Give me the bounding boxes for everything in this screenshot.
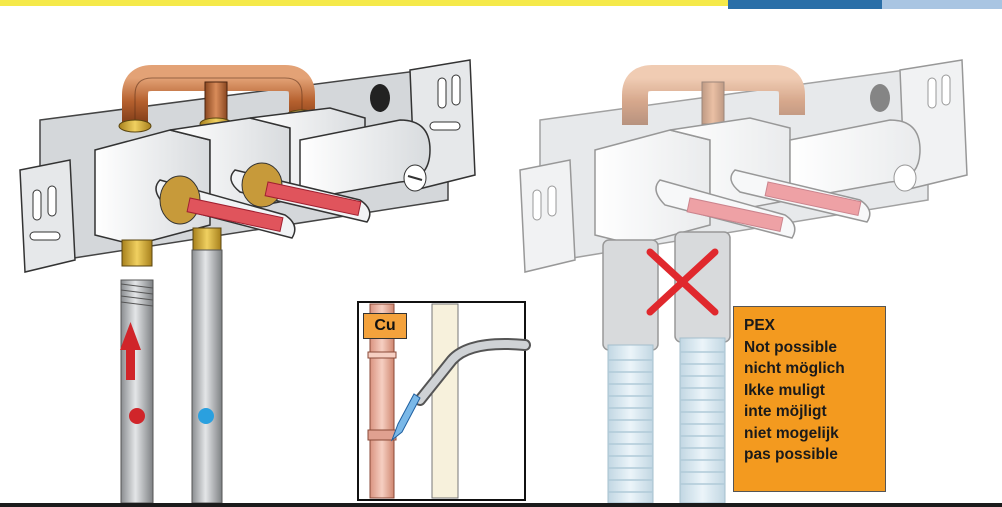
right-assembly — [519, 59, 968, 504]
notice-line: pas possible — [744, 446, 838, 463]
left-sleeves — [155, 162, 371, 239]
notice-line: nicht möglich — [744, 360, 845, 377]
header-bar — [0, 0, 1002, 9]
cold-dot-icon — [198, 408, 214, 424]
left-assembly — [19, 59, 476, 504]
cu-label: Cu — [363, 313, 407, 339]
hot-dot-icon — [129, 408, 145, 424]
pex-notice: PEX Not possible nicht möglich Ikke muli… — [733, 306, 886, 492]
header-yellow-strip — [0, 0, 728, 6]
notice-line: PEX — [744, 317, 776, 334]
header-blue-tab — [728, 0, 882, 9]
notice-line: Not possible — [744, 338, 838, 356]
notice-line: niet mogelijk — [744, 424, 839, 442]
notice-line: Ikke muligt — [744, 381, 825, 399]
cross-icon — [646, 248, 719, 316]
torch-icon — [390, 338, 531, 442]
header-light-blue-tab — [882, 0, 1002, 9]
notice-line: inte möjligt — [744, 403, 827, 420]
arrow-up-icon — [120, 322, 141, 380]
bottom-rule — [0, 503, 1002, 507]
